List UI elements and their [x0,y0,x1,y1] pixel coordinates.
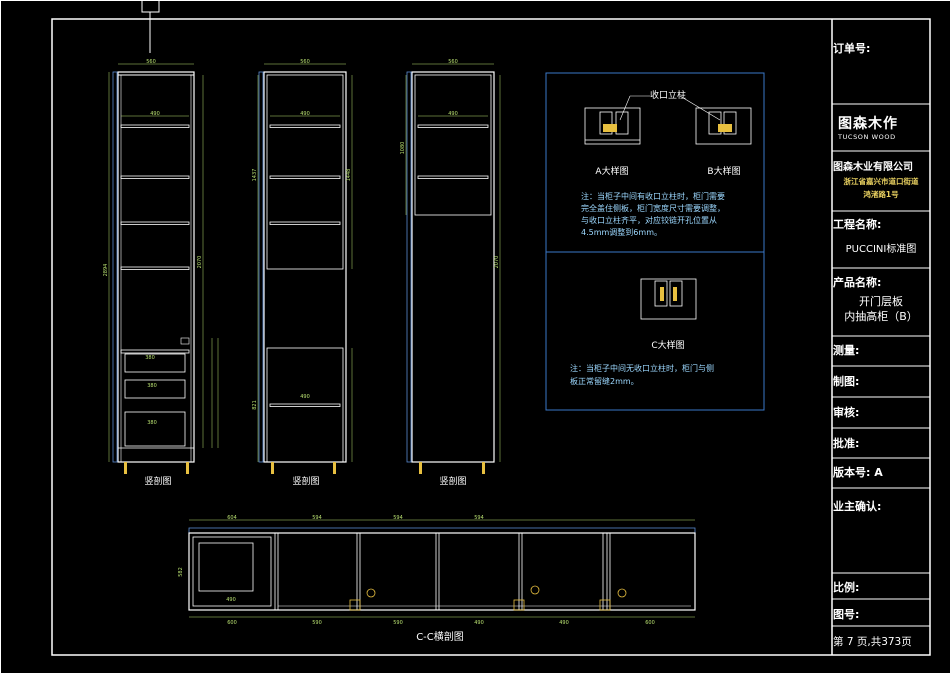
section3-caption: 竖剖图 [439,475,466,487]
note1-line4: 4.5mm调整到6mm。 [581,227,662,237]
detail-c-label: C大样图 [651,339,684,351]
detail-b-drawing [695,107,752,145]
review-label: 审核: [833,406,860,419]
note1-line2: 完全盖住侧板，柜门宽度尺寸需要调整， [581,203,725,213]
lower-compartment-2 [266,347,344,463]
dim-plan-top-3: 594 [393,515,403,521]
hinge-marker [349,599,361,611]
order-label: 订单号: [833,42,871,55]
company-name: 图森木业有限公司 [833,162,913,173]
dim-plan-depth: 582 [178,567,184,577]
cabinet-outline-3 [411,71,495,463]
shelf [120,124,190,128]
shelf [120,175,190,179]
drawer-3 [124,411,186,447]
detail-a-label: A大样图 [595,165,628,177]
product-line-2: 内抽高柜（B） [844,310,918,323]
dim-drawer-3: 380 [147,420,157,426]
detail-c-drawing [640,278,697,320]
logo-main-text: 图森木作 [838,116,898,132]
section-view-1 [108,63,219,474]
section-view-2 [257,63,353,474]
dim-plan-bot-2: 590 [312,620,322,626]
detail-b-label: B大样图 [707,165,740,177]
owner-confirm-label: 业主确认: [833,500,882,513]
address-line-1: 浙江省嘉兴市道口街道 [843,177,919,186]
address-line-2: 鸿渚路1号 [863,190,899,199]
dim-height-right: 2070 [197,256,203,269]
plan-view [188,519,696,618]
dim-shelf-width-1: 490 [150,111,160,117]
dim-plan-top-1: 604 [227,515,237,521]
note2-line2: 板正常留缝2mm。 [570,376,639,386]
product-line-1: 开门层板 [859,295,903,308]
hinge-marker [599,599,611,611]
upper-compartment-3 [414,74,492,216]
drawer-2 [124,379,186,399]
dim-top-width-1: 560 [146,59,156,65]
dim-upper-height-3: 1080 [400,142,406,155]
callout-label: 收口立柱 [650,89,686,101]
dim-top-width-2: 560 [300,59,310,65]
dim-top-width-3: 560 [448,59,458,65]
leg [124,462,127,474]
section1-caption: 竖剖图 [144,475,171,487]
note2-line1: 注：当柜子中间无收口立柱时，柜门与侧 [570,363,714,373]
dim-shelf-width-2: 490 [300,111,310,117]
dim-upper-height-2: 1437 [252,169,258,182]
dim-plan-drawer: 490 [226,597,236,603]
leg [186,462,189,474]
dim-right-height-3: 2070 [494,256,500,269]
logo-sub-text: TUCSON WOOD [838,133,896,141]
dim-drawer-1: 380 [145,355,155,361]
note1-line1: 注：当柜子中间有收口立柱时，柜门需要 [581,191,725,201]
approve-label: 批准: [833,437,860,450]
dim-plan-bot-5: 490 [559,620,569,626]
section-view-3 [405,63,501,474]
detail-a-drawing [584,107,641,145]
dim-plan-top-4: 594 [474,515,484,521]
plan-drawer-bay [192,536,272,607]
side-panel-1 [112,71,118,463]
measure-label: 测量: [833,344,860,357]
cabinet-outline-2 [263,71,347,463]
dim-height-total: 2894 [103,264,109,277]
note1-line3: 与收口立柱齐平，对应铰链开孔位置从 [581,215,717,225]
cabinet-outline-1 [117,71,195,463]
draw-label: 制图: [833,375,860,388]
product-label: 产品名称: [833,276,882,289]
dim-plan-bot-3: 590 [393,620,403,626]
drawing-no-label: 图号: [833,608,860,621]
drawer-1 [124,353,186,373]
project-value: PUCCINI标准图 [845,244,917,255]
plan-caption: C-C横剖图 [416,630,464,643]
dim-plan-bot-4: 490 [474,620,484,626]
dim-lower-width-2: 490 [300,394,310,400]
scale-label: 比例: [833,581,860,594]
detail-panel [545,72,765,411]
dim-plan-top-2: 594 [312,515,322,521]
dim-upper-height-2b: 1448 [346,169,352,182]
dim-drawer-2: 380 [147,383,157,389]
top-marker [141,0,160,13]
section2-caption: 竖剖图 [292,475,319,487]
dim-plan-bot-1: 600 [227,620,237,626]
dim-lower-height-2: 821 [252,400,258,410]
drawing-frame [51,18,931,656]
page-label: 第 7 页,共373页 [833,636,912,648]
dim-shelf-width-3: 490 [448,111,458,117]
title-block [831,19,930,655]
project-label: 工程名称: [833,218,882,231]
shelf [120,221,190,225]
hinge-marker [513,599,525,611]
shelf [120,266,190,270]
upper-compartment-2 [266,74,344,270]
company-logo: 图森木作 TUCSON WOOD [838,113,928,143]
version-label: 版本号: A [833,466,883,479]
dim-plan-bot-6: 600 [645,620,655,626]
